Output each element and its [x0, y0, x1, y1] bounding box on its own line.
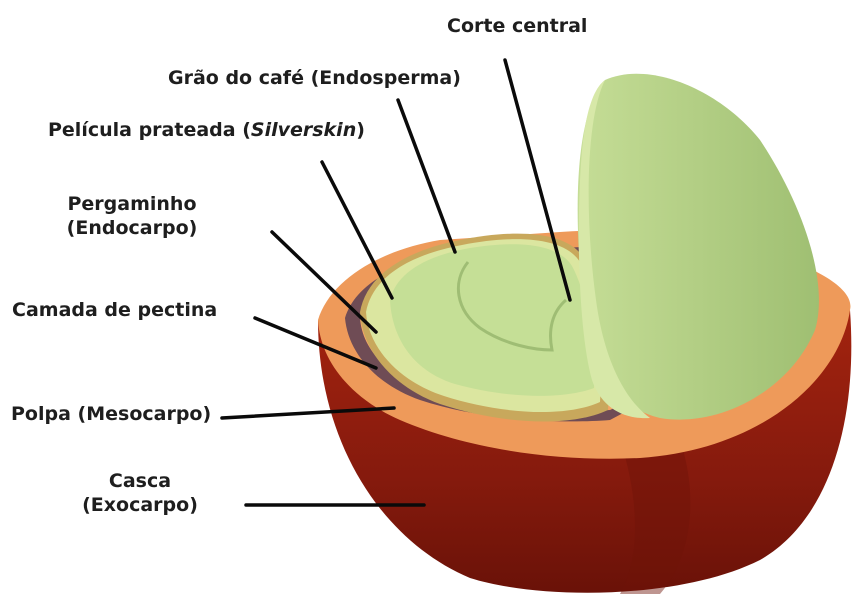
- label-pelicula-prefix: Película prateada (: [48, 119, 251, 141]
- label-grao-cafe: Grão do café (Endosperma): [168, 66, 461, 90]
- label-casca-line1: Casca: [70, 469, 210, 493]
- label-pergaminho-line1: Pergaminho: [62, 192, 202, 216]
- label-pergaminho-line2: (Endocarpo): [62, 216, 202, 240]
- leader-grao-cafe: [398, 100, 455, 252]
- label-pelicula-suffix: ): [356, 119, 365, 141]
- label-pelicula-italic: Silverskin: [251, 119, 356, 141]
- label-corte-central: Corte central: [447, 14, 587, 38]
- whole-bean-side: [578, 74, 819, 420]
- label-pelicula-prateada: Película prateada (Silverskin): [48, 118, 365, 142]
- label-casca: Casca (Exocarpo): [70, 469, 210, 517]
- label-pergaminho: Pergaminho (Endocarpo): [62, 192, 202, 240]
- label-polpa: Polpa (Mesocarpo): [11, 402, 211, 426]
- label-camada-pectina: Camada de pectina: [12, 298, 217, 322]
- label-casca-line2: (Exocarpo): [70, 493, 210, 517]
